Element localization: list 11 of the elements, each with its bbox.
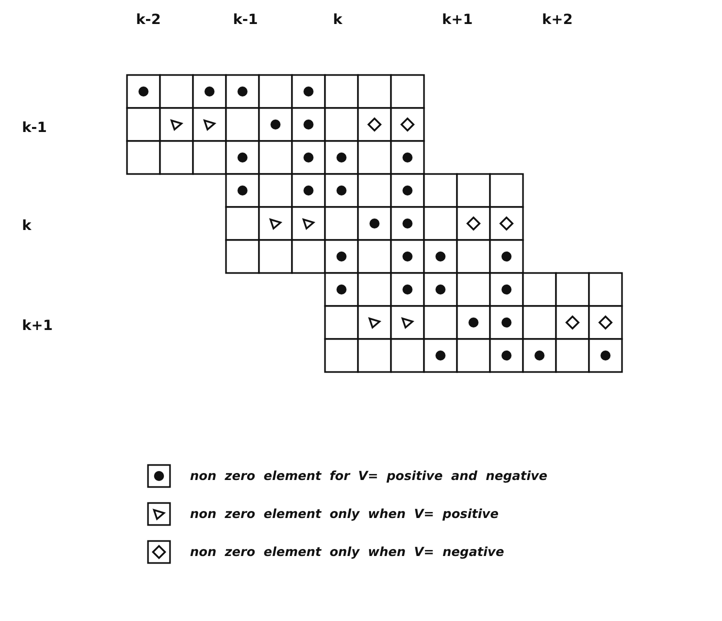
row-label: k-1 <box>22 120 47 136</box>
column-label: k+2 <box>542 12 573 28</box>
legend-text: non zero element only when V= positive <box>190 506 499 521</box>
column-label: k-1 <box>233 12 258 28</box>
column-label: k+1 <box>442 12 473 28</box>
legend-text: non zero element for V= positive and negative <box>190 468 548 483</box>
legend-text: non zero element only when V= negative <box>190 544 504 559</box>
column-label: k-2 <box>136 12 161 28</box>
row-label: k <box>22 218 32 234</box>
row-label: k+1 <box>22 318 53 334</box>
column-label: k <box>333 12 342 28</box>
